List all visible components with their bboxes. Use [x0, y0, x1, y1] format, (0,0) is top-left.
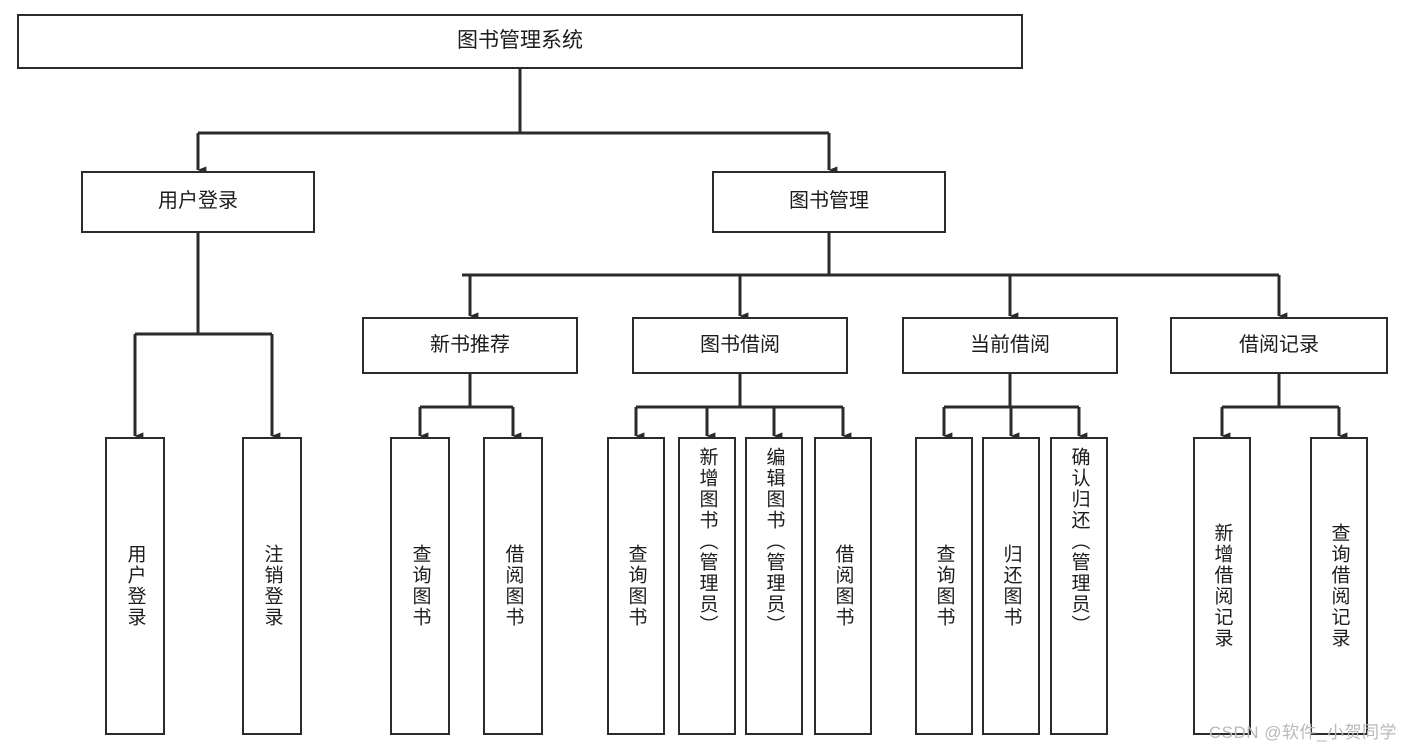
node-label: 查询图书: [933, 544, 955, 628]
node-label: 编辑图书（管理员）: [763, 447, 785, 636]
node-label: 查询图书: [625, 544, 647, 628]
node-label: 确认归还（管理员）: [1068, 447, 1090, 636]
node-label: 借阅图书: [832, 544, 854, 628]
node-leaf-12[interactable]: 查询借阅记录: [1310, 437, 1368, 735]
node-leaf-5[interactable]: 新增图书（管理员）: [678, 437, 736, 735]
node-leaf-9[interactable]: 归还图书: [982, 437, 1040, 735]
node-root-system[interactable]: 图书管理系统: [17, 14, 1023, 69]
node-leaf-3[interactable]: 借阅图书: [483, 437, 543, 735]
node-label: 用户登录: [158, 190, 238, 213]
node-level2-2[interactable]: 当前借阅: [902, 317, 1118, 374]
node-leaf-11[interactable]: 新增借阅记录: [1193, 437, 1251, 735]
node-level2-1[interactable]: 图书借阅: [632, 317, 848, 374]
node-label: 借阅记录: [1239, 333, 1319, 356]
node-label: 新增图书（管理员）: [696, 447, 718, 636]
node-leaf-8[interactable]: 查询图书: [915, 437, 973, 735]
node-label: 借阅图书: [502, 544, 524, 628]
node-label: 图书借阅: [700, 333, 780, 356]
node-label: 新增借阅记录: [1211, 523, 1233, 649]
node-label: 归还图书: [1000, 544, 1022, 628]
node-label: 查询借阅记录: [1328, 523, 1350, 649]
node-leaf-0[interactable]: 用户登录: [105, 437, 165, 735]
node-label: 当前借阅: [970, 333, 1050, 356]
node-level1-1[interactable]: 图书管理: [712, 171, 946, 233]
node-label: 用户登录: [124, 544, 146, 628]
node-leaf-2[interactable]: 查询图书: [390, 437, 450, 735]
node-level2-3[interactable]: 借阅记录: [1170, 317, 1388, 374]
node-label: 图书管理系统: [457, 29, 583, 53]
node-label: 注销登录: [261, 544, 283, 628]
node-leaf-4[interactable]: 查询图书: [607, 437, 665, 735]
node-level1-0[interactable]: 用户登录: [81, 171, 315, 233]
node-leaf-7[interactable]: 借阅图书: [814, 437, 872, 735]
node-leaf-10[interactable]: 确认归还（管理员）: [1050, 437, 1108, 735]
node-leaf-6[interactable]: 编辑图书（管理员）: [745, 437, 803, 735]
node-label: 图书管理: [789, 190, 869, 213]
node-label: 查询图书: [409, 544, 431, 628]
node-leaf-1[interactable]: 注销登录: [242, 437, 302, 735]
node-label: 新书推荐: [430, 333, 510, 356]
node-level2-0[interactable]: 新书推荐: [362, 317, 578, 374]
